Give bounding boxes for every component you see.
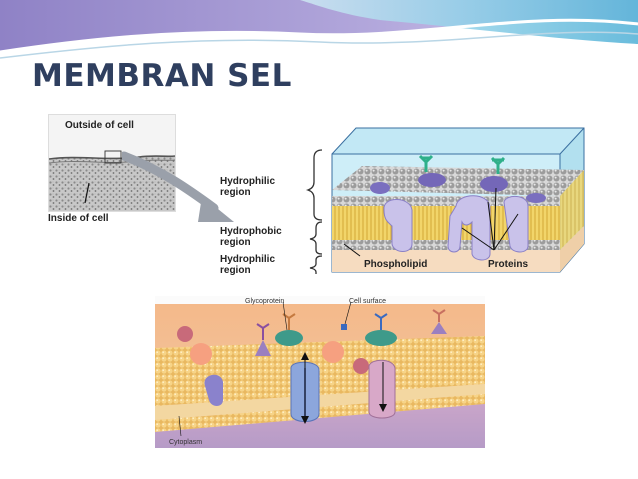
header-wave-decoration: [0, 0, 638, 59]
hydrophilic-bottom-line2: region: [220, 265, 251, 276]
fluid-mosaic-illustration: Glycoprotein Cell surface Cytoplasm: [155, 296, 485, 448]
cytoplasm-label: Cytoplasm: [169, 439, 203, 446]
hydrophilic-top-line2: region: [220, 187, 251, 198]
proteins-label: Proteins: [488, 259, 529, 270]
phospholipid-label: Phospholipid: [364, 259, 428, 270]
hydrophobic-line1: Hydrophobic: [220, 226, 282, 237]
hydrophilic-bottom-line1: Hydrophilic: [220, 254, 276, 265]
hydrophilic-top-line1: Hydrophilic: [220, 176, 276, 187]
cell-surface-label: Cell surface: [349, 298, 386, 305]
region-braces: [305, 149, 323, 274]
micrograph-texture: [49, 150, 175, 211]
zoom-arrow-icon: [122, 151, 234, 222]
glycoprotein-label: Glycoprotein: [245, 298, 285, 305]
hydrophilic-top-label: Hydrophilic region: [220, 176, 275, 198]
hydrophobic-label: Hydrophobic region: [220, 226, 282, 248]
hydrophilic-bottom-label: Hydrophilic region: [220, 254, 275, 276]
outside-of-cell-label: Outside of cell: [65, 120, 134, 131]
inside-of-cell-label: Inside of cell: [48, 213, 109, 224]
bilayer-block-diagram: [331, 127, 585, 273]
hydrophobic-line2: region: [220, 237, 251, 248]
membrane-micrograph: Outside of cell: [48, 114, 176, 212]
slide-title: MEMBRAN SEL: [32, 58, 292, 94]
fluid-mosaic-artwork: [155, 301, 485, 448]
